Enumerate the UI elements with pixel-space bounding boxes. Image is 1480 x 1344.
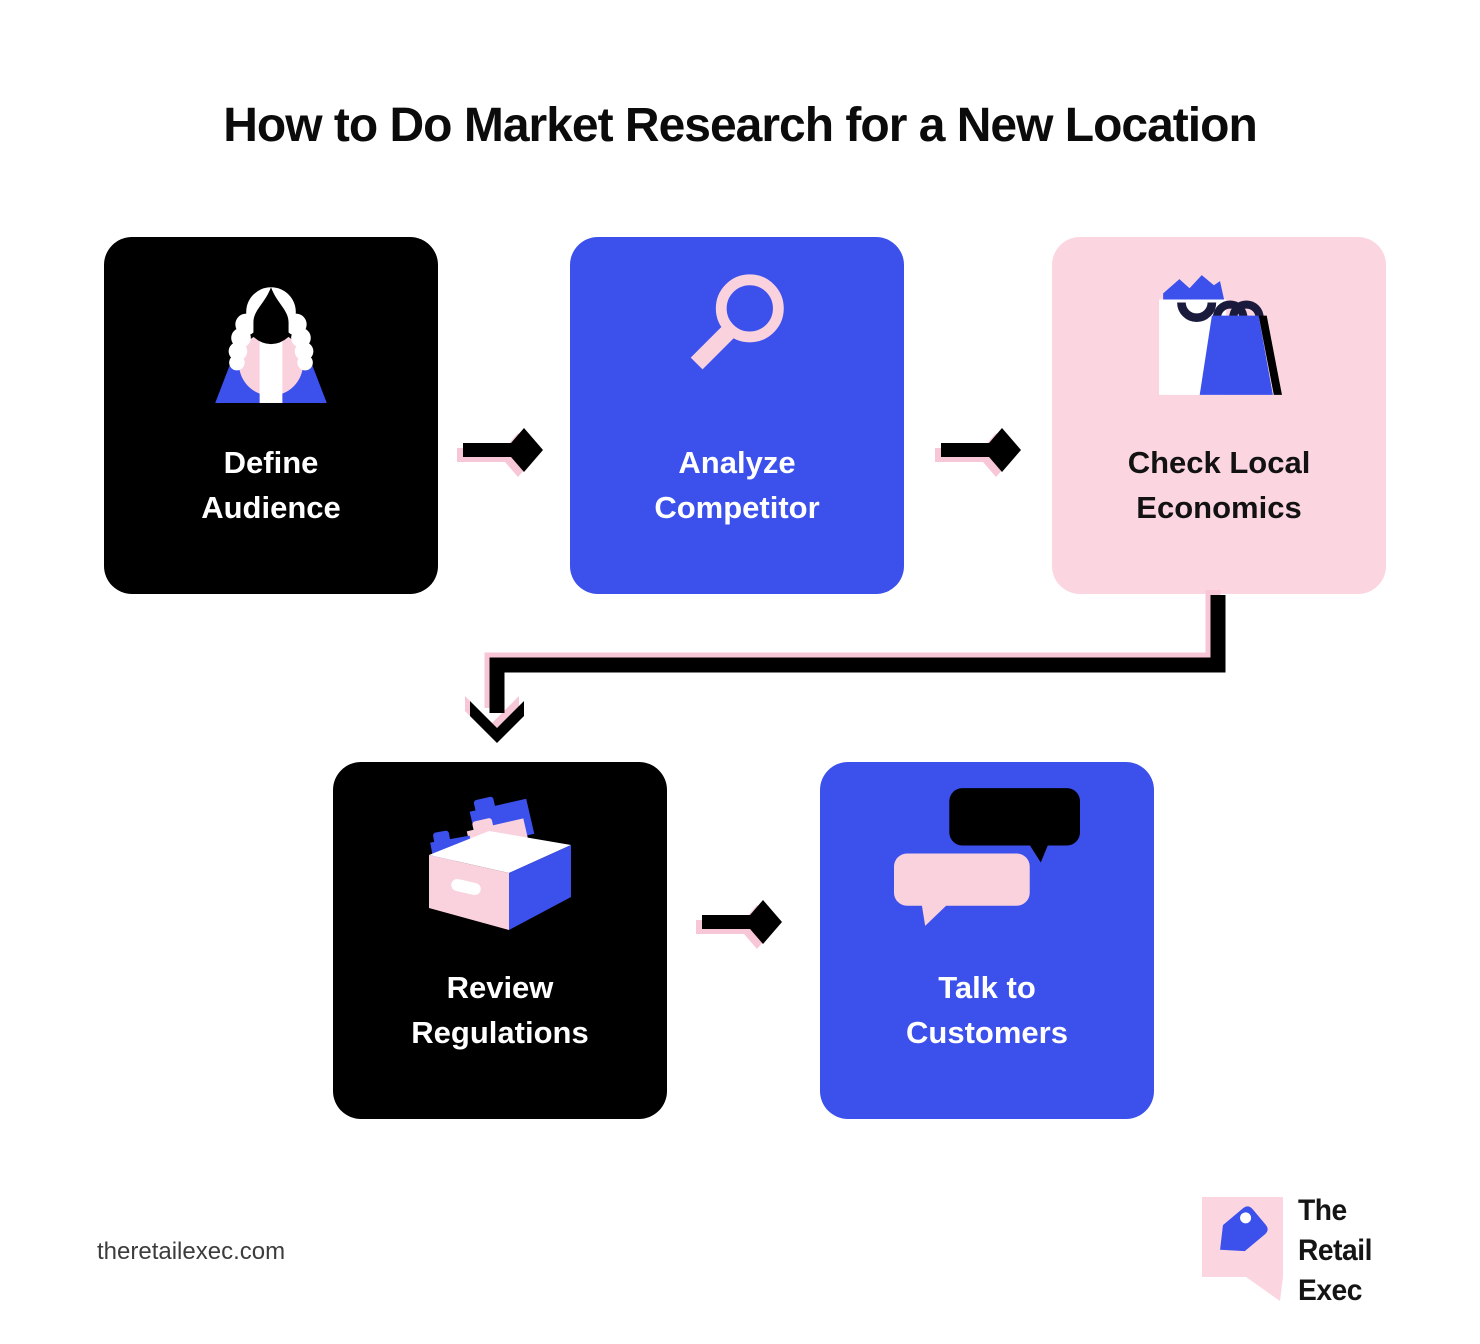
flow-arrow-right-icon <box>941 428 1021 472</box>
step-card-talk-to-customers: Talk to Customers <box>820 762 1154 1119</box>
magnifier-icon <box>673 267 801 395</box>
step-label: Check Local Economics <box>1052 440 1386 530</box>
flow-connector-down-icon <box>470 595 1226 743</box>
step-label: Review Regulations <box>333 965 667 1055</box>
shopping-bags-icon <box>1153 273 1285 400</box>
brand-logo-text: The Retail Exec <box>1298 1191 1372 1311</box>
step-label: Analyze Competitor <box>570 440 904 530</box>
flow-arrow-right-icon <box>463 428 543 472</box>
flow-arrow-right-icon <box>702 900 782 944</box>
judge-person-icon <box>209 281 333 403</box>
step-label: Talk to Customers <box>820 965 1154 1055</box>
speech-bubbles-icon <box>894 788 1080 926</box>
step-card-review-regulations: Review Regulations <box>333 762 667 1119</box>
step-label-line: Define <box>223 445 319 480</box>
file-box-icon <box>421 793 579 936</box>
step-label-line: Analyze <box>678 445 796 480</box>
page-title: How to Do Market Research for a New Loca… <box>223 99 1258 152</box>
price-tag-logo-icon <box>1202 1197 1284 1303</box>
step-label-line: Customers <box>906 1015 1068 1050</box>
step-card-define-audience: Define Audience <box>104 237 438 594</box>
brand-logo-line: The <box>1298 1194 1347 1227</box>
step-card-analyze-competitor: Analyze Competitor <box>570 237 904 594</box>
brand-logo: The Retail Exec <box>1202 1194 1392 1327</box>
step-label-line: Competitor <box>654 490 820 525</box>
step-label-line: Talk to <box>938 970 1036 1005</box>
step-card-check-local-economics: Check Local Economics <box>1052 237 1386 594</box>
website-text: theretailexec.com <box>97 1238 286 1265</box>
step-label-line: Regulations <box>411 1015 589 1050</box>
step-label-line: Audience <box>201 490 341 525</box>
brand-logo-line: Exec <box>1298 1274 1362 1307</box>
step-label: Define Audience <box>104 440 438 530</box>
step-label-line: Review <box>446 970 554 1005</box>
step-label-line: Check Local <box>1127 445 1311 480</box>
step-label-line: Economics <box>1136 490 1302 525</box>
brand-logo-line: Retail <box>1298 1234 1372 1267</box>
